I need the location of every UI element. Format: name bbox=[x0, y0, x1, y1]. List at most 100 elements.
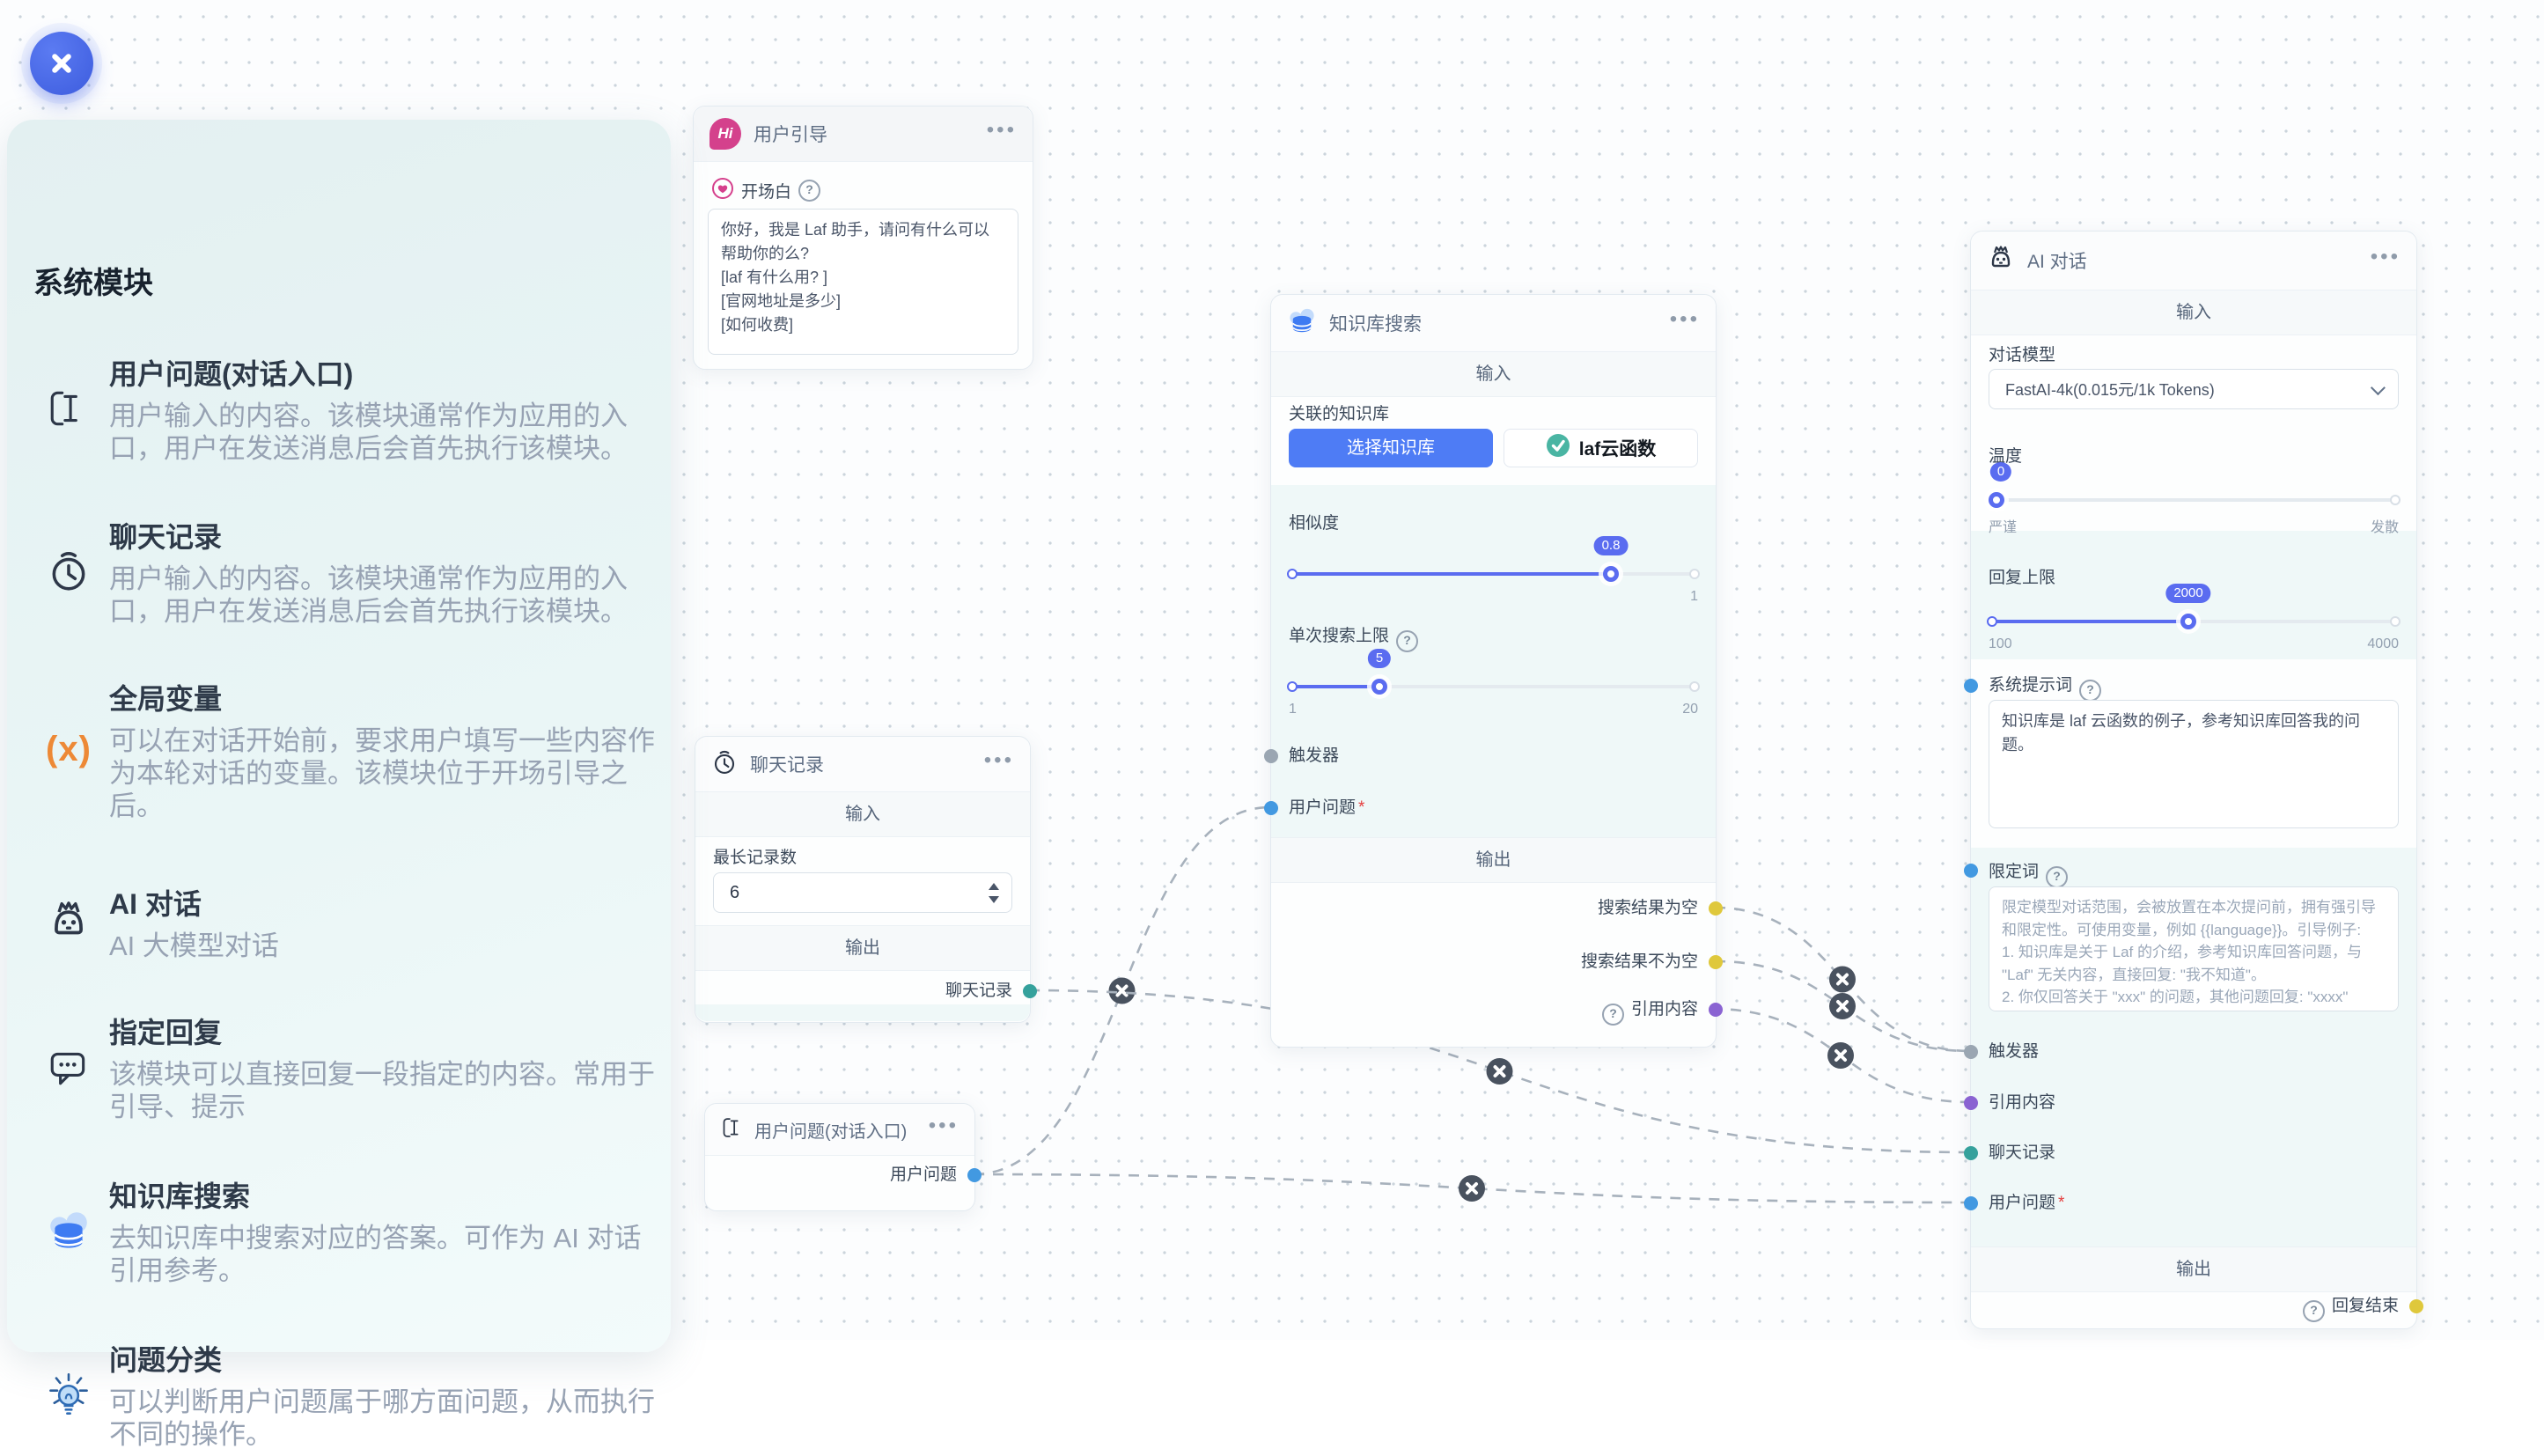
model-select[interactable]: FastAI-4k(0.015元/1k Tokens) bbox=[1989, 369, 2399, 409]
port-system-prompt-input[interactable] bbox=[1964, 679, 1978, 693]
max-records-input[interactable]: 6 bbox=[713, 872, 1012, 913]
search-limit-slider[interactable] bbox=[1289, 679, 1698, 695]
similarity-label: 相似度 bbox=[1289, 510, 1698, 533]
system-prompt-label: 系统提示词? bbox=[1989, 672, 2399, 702]
question-icon[interactable]: ? bbox=[2079, 680, 2101, 702]
sidebar-item-question-classify[interactable]: 问题分类 可以判断用户问题属于哪方面问题，从而执行不同的操作。 bbox=[14, 1333, 662, 1456]
port-search-empty-output[interactable] bbox=[1709, 901, 1723, 916]
select-kb-button[interactable]: 选择知识库 bbox=[1289, 429, 1493, 467]
sidebar-item-desc: 去知识库中搜索对应的答案。可作为 AI 对话引用参考。 bbox=[109, 1222, 662, 1287]
close-icon bbox=[1118, 987, 1127, 996]
more-menu-icon[interactable]: ••• bbox=[929, 1115, 959, 1143]
output-section-header: 输出 bbox=[1271, 837, 1716, 883]
robot-icon bbox=[1987, 245, 2015, 277]
sidebar-item-ai-chat[interactable]: AI 对话 AI 大模型对话 bbox=[14, 873, 662, 970]
flow-canvas[interactable]: 系统模块 用户问题(对话入口) 用户输入的内容。该模块通常作为应用的入口，用户在… bbox=[0, 0, 2544, 1340]
node-user-guide[interactable]: Hi 用户引导 ••• 开场白 ? 你好，我是 Laf 助手，请问有什么可以帮助… bbox=[693, 106, 1033, 370]
laf-icon bbox=[1546, 433, 1570, 463]
port-trigger-input[interactable] bbox=[1964, 1045, 1978, 1059]
sidebar-item-label: 聊天记录 bbox=[109, 515, 662, 555]
question-icon[interactable]: ? bbox=[2303, 1300, 2325, 1322]
max-records-label: 最长记录数 bbox=[713, 844, 1012, 868]
edge-delete-button[interactable] bbox=[1109, 978, 1136, 1004]
more-menu-icon[interactable]: ••• bbox=[1670, 309, 1700, 337]
stepper-down-icon[interactable] bbox=[989, 896, 999, 903]
port-limit-prompt-input[interactable] bbox=[1964, 864, 1978, 878]
question-icon[interactable]: ? bbox=[2046, 866, 2068, 888]
heart-chat-icon bbox=[711, 177, 734, 204]
input-user-question: 用户问题* bbox=[1289, 795, 1698, 821]
search-limit-label: 单次搜索上限? bbox=[1289, 622, 1698, 652]
edge-delete-circle[interactable] bbox=[1829, 993, 1856, 1019]
question-icon[interactable]: ? bbox=[1396, 630, 1418, 652]
temperature-slider[interactable] bbox=[1989, 492, 2399, 508]
port-user-question-output[interactable] bbox=[967, 1168, 982, 1182]
close-icon bbox=[1836, 1051, 1845, 1060]
welcome-textarea[interactable]: 你好，我是 Laf 助手，请问有什么可以帮助你的么? [laf 有什么用? ] … bbox=[708, 209, 1018, 355]
variable-icon: (x) bbox=[44, 730, 93, 769]
sidebar-item-user-question[interactable]: 用户问题(对话入口) 用户输入的内容。该模块通常作为应用的入口，用户在发送消息后… bbox=[14, 347, 662, 470]
text-input-icon bbox=[721, 1115, 746, 1144]
node-chat-history[interactable]: 聊天记录 ••• 输入 最长记录数 6 输出 聊天记录 bbox=[695, 736, 1031, 1023]
search-limit-slider-thumb[interactable] bbox=[1371, 679, 1387, 695]
port-quote-input[interactable] bbox=[1964, 1096, 1978, 1110]
number-stepper[interactable] bbox=[976, 873, 1011, 912]
search-limit-max-tick: 20 bbox=[1682, 702, 1698, 717]
sidebar-item-label: 指定回复 bbox=[109, 1011, 662, 1051]
edge-delete-circle[interactable] bbox=[1459, 1175, 1485, 1202]
sidebar-item-label: 用户问题(对话入口) bbox=[109, 352, 662, 393]
sidebar-item-global-variable[interactable]: (x) 全局变量 可以在对话开始前，要求用户填写一些内容作为本轮对话的变量。该模… bbox=[14, 673, 662, 827]
more-menu-icon[interactable]: ••• bbox=[984, 750, 1014, 778]
hi-avatar-icon: Hi bbox=[710, 118, 741, 150]
close-button[interactable] bbox=[30, 32, 93, 95]
port-chat-history-input[interactable] bbox=[1964, 1146, 1978, 1160]
sidebar-item-chat-history[interactable]: 聊天记录 用户输入的内容。该模块通常作为应用的入口，用户在发送消息后会首先执行该… bbox=[14, 510, 662, 633]
reply-bubble-icon bbox=[44, 1045, 93, 1089]
port-question-input[interactable] bbox=[1264, 801, 1278, 815]
max-tokens-value-badge: 2000 bbox=[2165, 584, 2210, 603]
kb-tag-laf[interactable]: laf云函数 bbox=[1504, 429, 1698, 467]
node-user-question[interactable]: 用户问题(对话入口) ••• 用户问题 bbox=[704, 1103, 975, 1211]
limit-prompt-textarea[interactable] bbox=[1989, 886, 2399, 1011]
similarity-slider[interactable] bbox=[1289, 566, 1698, 582]
edge-delete-button[interactable] bbox=[1829, 993, 1856, 1019]
edge-delete-button[interactable] bbox=[1487, 1058, 1513, 1085]
edge-delete-button[interactable] bbox=[1829, 967, 1856, 993]
node-ai-chat[interactable]: AI 对话 ••• 输入 对话模型 FastAI-4k(0.015元/1k To… bbox=[1970, 231, 2417, 1329]
temperature-slider-thumb[interactable] bbox=[1989, 492, 2004, 508]
edge-delete-circle[interactable] bbox=[1827, 1042, 1854, 1069]
database-cloud-icon bbox=[44, 1210, 93, 1252]
max-records-value: 6 bbox=[730, 883, 739, 903]
stepper-up-icon[interactable] bbox=[989, 883, 999, 890]
question-icon[interactable]: ? bbox=[798, 180, 820, 202]
port-trigger-input[interactable] bbox=[1264, 749, 1278, 763]
output-section-header: 输出 bbox=[695, 925, 1030, 971]
edge-delete-circle[interactable] bbox=[1487, 1058, 1513, 1085]
question-icon[interactable]: ? bbox=[1602, 1004, 1624, 1026]
max-tokens-slider-thumb[interactable] bbox=[2180, 614, 2196, 629]
max-tokens-slider[interactable] bbox=[1989, 614, 2399, 629]
edge-delete-circle[interactable] bbox=[1109, 978, 1136, 1004]
more-menu-icon[interactable]: ••• bbox=[987, 120, 1017, 148]
system-prompt-textarea[interactable]: 知识库是 laf 云函数的例子，参考知识库回答我的问题。 bbox=[1989, 700, 2399, 828]
sidebar-item-label: AI 对话 bbox=[109, 882, 662, 923]
port-quote-output[interactable] bbox=[1709, 1003, 1723, 1017]
edge-delete-button[interactable] bbox=[1459, 1175, 1485, 1202]
port-chat-history-output[interactable] bbox=[1023, 984, 1037, 998]
more-menu-icon[interactable]: ••• bbox=[2371, 246, 2401, 275]
temperature-label: 温度 bbox=[1989, 443, 2399, 467]
edge-delete-circle[interactable] bbox=[1829, 967, 1856, 993]
similarity-slider-thumb[interactable] bbox=[1603, 566, 1619, 582]
output-section-header: 输出 bbox=[1971, 1246, 2416, 1292]
sidebar-item-kb-search[interactable]: 知识库搜索 去知识库中搜索对应的答案。可作为 AI 对话引用参考。 bbox=[14, 1169, 662, 1292]
edge-delete-button[interactable] bbox=[1827, 1042, 1854, 1069]
port-search-not-empty-output[interactable] bbox=[1709, 955, 1723, 969]
sidebar-item-fixed-reply[interactable]: 指定回复 该模块可以直接回复一段指定的内容。常用于引导、提示 bbox=[14, 1005, 662, 1129]
node-title: AI 对话 bbox=[2027, 247, 2087, 274]
kb-label: 关联的知识库 bbox=[1289, 401, 1698, 424]
module-sidebar: 系统模块 用户问题(对话入口) 用户输入的内容。该模块通常作为应用的入口，用户在… bbox=[7, 120, 671, 1352]
node-title: 知识库搜索 bbox=[1329, 310, 1422, 336]
port-reply-end-output[interactable] bbox=[2409, 1299, 2423, 1313]
node-kb-search[interactable]: 知识库搜索 ••• 输入 关联的知识库 选择知识库 laf云函数 相似度 0.8… bbox=[1270, 294, 1717, 1048]
port-user-question-input[interactable] bbox=[1964, 1196, 1978, 1210]
